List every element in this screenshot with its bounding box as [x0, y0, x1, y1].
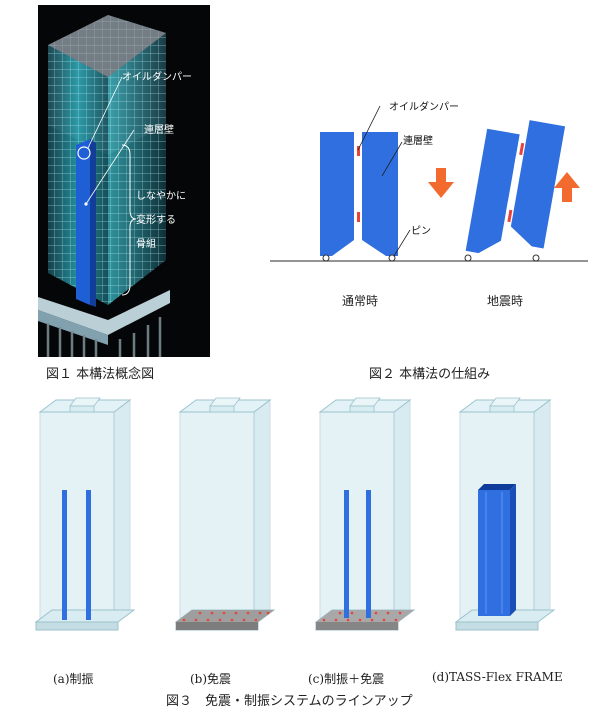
fig3-label-c: (c)制振＋免震 — [308, 672, 385, 686]
fig2-label-wall: 連層壁 — [403, 136, 433, 147]
figure2-diagram — [270, 90, 590, 280]
building-c-icon — [315, 397, 415, 631]
fig3-label-a: (a)制振 — [53, 672, 94, 686]
figure1-caption: 図１ 本構法概念図 — [46, 367, 155, 382]
fig3-label-d: (d)TASS-Flex FRAME — [432, 670, 563, 684]
figure3-caption: 図３ 免震・制振システムのラインアップ — [166, 694, 413, 709]
building-b-icon — [175, 397, 275, 631]
damper-marker-icon — [77, 146, 91, 160]
building-a-icon — [35, 397, 135, 631]
fig1-label-frame-1: しなやかに — [136, 191, 186, 202]
figure1-image: オイルダンパー 連層壁 しなやかに 変形する 骨組 — [38, 5, 210, 357]
fig2-label-oil-damper: オイルダンパー — [389, 102, 459, 113]
building-d-icon — [455, 397, 555, 631]
tower-illustration — [38, 15, 170, 357]
fig1-label-wall: 連層壁 — [144, 125, 174, 136]
fig2-state-earthquake: 地震時 — [487, 294, 524, 308]
fig1-label-frame-3: 骨組 — [136, 239, 156, 250]
fig3-label-b: (b)免震 — [190, 672, 232, 686]
fig1-label-frame-2: 変形する — [136, 215, 176, 226]
figure3-images — [30, 392, 590, 650]
fig2-state-normal: 通常時 — [342, 294, 379, 308]
fig1-label-oil-damper: オイルダンパー — [122, 72, 192, 83]
figure2-caption: 図２ 本構法の仕組み — [369, 367, 491, 382]
fig2-label-pin: ピン — [411, 226, 431, 237]
